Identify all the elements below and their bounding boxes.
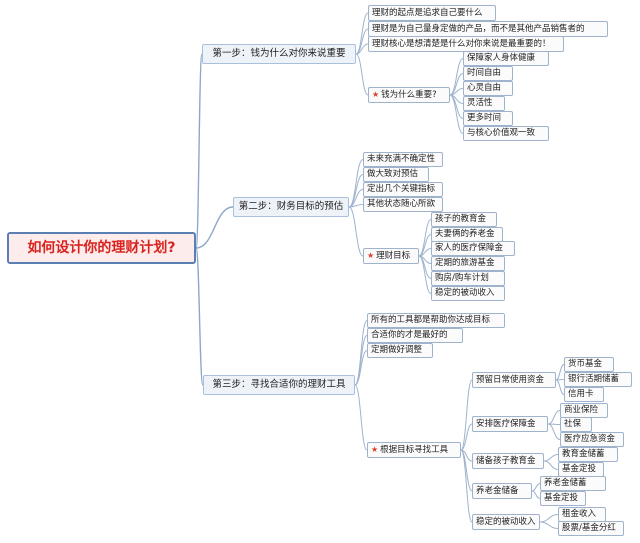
starred-topic-label: 理财目标 (376, 250, 411, 261)
tool-group[interactable]: 预留日常使用资金 (472, 372, 556, 388)
step-1-item[interactable]: 理财的起点是追求自己要什么 (368, 5, 496, 21)
goal-item[interactable]: 夫妻俩的养老金 (431, 227, 503, 242)
reason-item[interactable]: 更多时间 (463, 111, 513, 126)
connector-line (348, 206, 364, 257)
step-3-starred-topic[interactable]: ★根据目标寻找工具 (367, 442, 461, 458)
connector-line (543, 460, 559, 470)
connector-line (195, 53, 203, 249)
connector-line (539, 521, 559, 529)
connector-line (543, 454, 559, 462)
tool-item[interactable]: 医疗应急资金 (560, 432, 624, 447)
goal-item[interactable]: 购房/购车计划 (431, 271, 505, 286)
step-2-topic[interactable]: 第二步：财务目标的预估 (233, 197, 349, 217)
connector-line (555, 379, 565, 395)
connector-line (449, 58, 464, 96)
tool-item[interactable]: 货币基金 (564, 357, 614, 372)
tool-item[interactable]: 银行活期储蓄 (564, 372, 632, 387)
connector-line (354, 335, 368, 386)
tool-item[interactable]: 租金收入 (558, 507, 606, 522)
step-2-starred-topic[interactable]: ★理财目标 (363, 248, 419, 264)
step-1-item[interactable]: 理财是为自己量身定做的产品，而不是其他产品销售者的 (368, 21, 608, 37)
connector-line (555, 364, 565, 381)
connector-line (355, 12, 369, 55)
reason-item[interactable]: 时间自由 (463, 66, 513, 81)
tool-group[interactable]: 储备孩子教育金 (472, 453, 544, 469)
connector-line (460, 423, 473, 451)
connector-line (348, 159, 364, 208)
step-2-item[interactable]: 未来充满不确定性 (363, 152, 443, 167)
goal-item[interactable]: 定期的旅游基金 (431, 256, 505, 271)
step-2-item[interactable]: 做大致对预估 (363, 167, 429, 182)
goal-item[interactable]: 稳定的被动收入 (431, 286, 505, 301)
connector-line (547, 423, 561, 440)
tool-group[interactable]: 养老金储备 (472, 483, 532, 499)
step-1-item[interactable]: 理财核心是想清楚是什么对你来说是最重要的！ (368, 36, 564, 52)
tool-group[interactable]: 稳定的被动收入 (472, 514, 540, 530)
tool-item[interactable]: 社保 (560, 417, 592, 432)
connector-line (355, 43, 369, 55)
goal-item[interactable]: 家人的医疗保障金 (431, 241, 515, 256)
connector-line (355, 53, 369, 96)
reason-item[interactable]: 保障家人身体健康 (463, 51, 549, 66)
connector-line (195, 247, 204, 386)
step-1-topic[interactable]: 第一步：钱为什么对你来说重要 (202, 44, 356, 64)
tool-item[interactable]: 基金定投 (540, 491, 586, 506)
connector-line (531, 483, 541, 492)
connector-line (418, 255, 432, 294)
step-2-item[interactable]: 定出几个关键指标 (363, 182, 443, 197)
connector-line (539, 514, 559, 523)
step-3-item[interactable]: 所有的工具都是帮助你达成目标 (367, 313, 505, 328)
connector-line (354, 384, 368, 451)
step-3-item[interactable]: 定期做好调整 (367, 343, 433, 358)
star-icon: ★ (372, 90, 380, 99)
star-icon: ★ (371, 445, 379, 454)
reason-item[interactable]: 心灵自由 (463, 81, 513, 96)
connector-line (449, 94, 464, 134)
connector-line (418, 219, 432, 257)
tool-item[interactable]: 基金定投 (558, 462, 604, 477)
connector-line (348, 204, 364, 208)
step-1-starred-topic[interactable]: ★钱为什么重要? (368, 87, 450, 103)
step-3-topic[interactable]: 第三步：寻找合适你的理财工具 (203, 375, 355, 395)
tool-item[interactable]: 商业保险 (560, 403, 608, 418)
reason-item[interactable]: 与核心价值观一致 (463, 126, 549, 141)
goal-item[interactable]: 孩子的教育金 (431, 212, 497, 227)
tool-group[interactable]: 安排医疗保障金 (472, 416, 548, 432)
tool-item[interactable]: 教育金储蓄 (558, 447, 618, 462)
connector-line (547, 410, 561, 425)
starred-topic-label: 根据目标寻找工具 (380, 444, 449, 455)
reason-item[interactable]: 灵活性 (463, 96, 505, 111)
root-topic[interactable]: 如何设计你的理财计划? (7, 232, 196, 264)
connector-line (460, 379, 473, 451)
starred-topic-label: 钱为什么重要? (381, 89, 437, 100)
connector-line (195, 206, 234, 249)
tool-item[interactable]: 信用卡 (564, 387, 604, 402)
step-3-item[interactable]: 合适你的才是最好的 (367, 328, 463, 343)
connector-line (531, 490, 541, 499)
star-icon: ★ (367, 251, 375, 260)
connector-line (460, 449, 473, 523)
step-2-item[interactable]: 其他状态随心所欲 (363, 197, 443, 212)
tool-item[interactable]: 养老金储蓄 (540, 476, 606, 491)
connector-line (354, 350, 368, 386)
connector-line (555, 379, 565, 381)
tool-item[interactable]: 股票/基金分红 (558, 521, 624, 536)
